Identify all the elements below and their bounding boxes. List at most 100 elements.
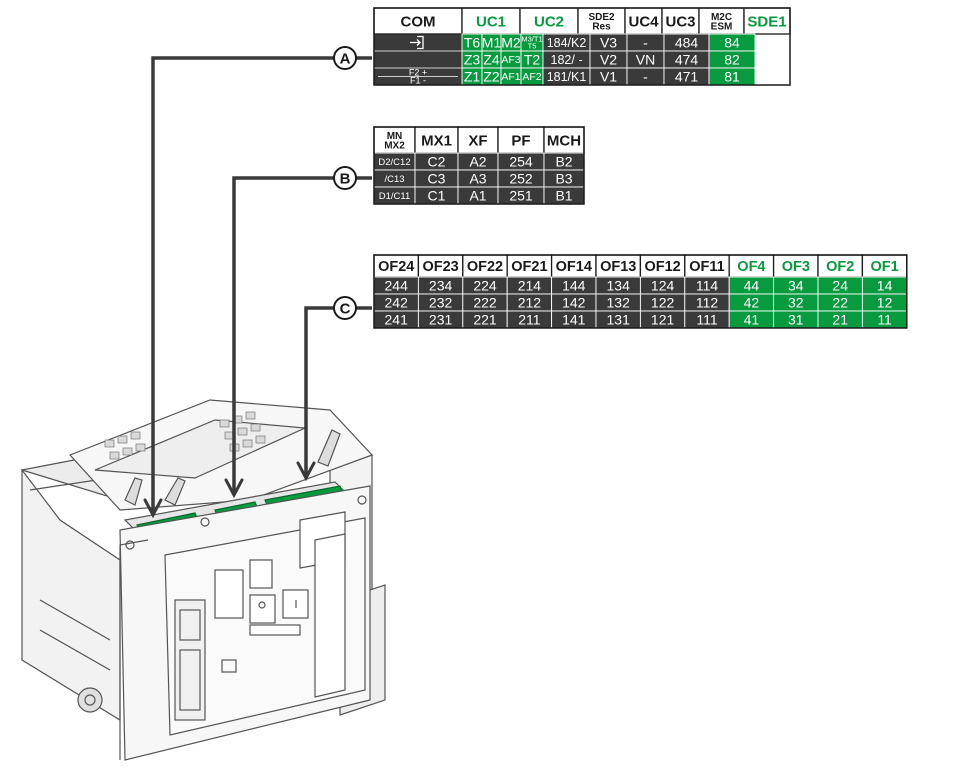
connector-lines: [151, 56, 372, 515]
terminal-label: V1: [600, 68, 617, 84]
com-label-f1: F1 -: [410, 76, 426, 86]
callout-b-label: B: [340, 171, 351, 188]
terminal-label: 34: [788, 277, 804, 293]
terminal-label: 474: [675, 51, 699, 67]
terminal-label: 142: [562, 294, 586, 310]
terminal-label: 134: [607, 277, 631, 293]
terminal-label: M2: [501, 34, 521, 50]
terminal-label: 12: [877, 294, 893, 310]
terminal-label: 11: [877, 311, 892, 327]
terminal-label: 184/K2: [547, 36, 587, 50]
header-label: UC3: [665, 13, 695, 30]
terminal-label: 232: [429, 294, 453, 310]
terminal-label: 211: [518, 311, 541, 327]
header-label: OF24: [378, 259, 414, 275]
header-label: PF: [511, 132, 530, 149]
terminal-label: Z3: [464, 51, 481, 67]
terminal-label: T6: [464, 34, 481, 50]
header-label: OF1: [870, 259, 898, 275]
terminal-label: 144: [562, 277, 586, 293]
terminal-label: 221: [473, 311, 497, 327]
callout-c-label: C: [340, 301, 351, 318]
terminal-label: -: [643, 68, 648, 84]
header-label: OF22: [467, 259, 503, 275]
terminal-label: A2: [469, 153, 486, 169]
arrowheads: [143, 461, 316, 519]
terminal-label: T2: [524, 51, 541, 67]
header-label: UC4: [628, 13, 659, 30]
terminal-label: 484: [675, 34, 699, 50]
header-cell: [497, 126, 545, 154]
header-label: OF3: [782, 259, 810, 275]
terminal-label: 234: [429, 277, 453, 293]
callout-b: B: [333, 166, 357, 190]
header-label: OF2: [826, 259, 854, 275]
header-label: OF13: [600, 259, 636, 275]
header-label: OF21: [511, 259, 547, 275]
callout-a: A: [333, 46, 357, 70]
header-label: OF4: [737, 259, 765, 275]
header-label: OF11: [689, 259, 724, 275]
terminal-label: 121: [651, 311, 675, 327]
terminal-label: D2/C12: [378, 157, 410, 168]
terminal-label: Z4: [483, 51, 500, 67]
terminal-label: C1: [428, 187, 446, 203]
header-label: UC2: [534, 13, 564, 30]
terminal-label: 242: [385, 294, 409, 310]
terminal-label: 111: [696, 311, 717, 327]
terminal-label: C3: [428, 170, 446, 186]
terminal-label: B1: [555, 187, 572, 203]
terminal-label: 114: [696, 277, 719, 293]
terminal-label: A3: [469, 170, 486, 186]
terminal-label: /C13: [384, 174, 404, 185]
terminal-label: 124: [651, 277, 675, 293]
terminal-label: 32: [788, 294, 804, 310]
terminal-label: AF2: [522, 71, 541, 83]
terminal-label: 214: [518, 277, 542, 293]
line-c: [304, 306, 335, 478]
terminal-label: 122: [651, 294, 675, 310]
terminal-label: AF1: [501, 71, 520, 83]
terminal-label: 21: [832, 311, 848, 327]
terminal-label: 181/K1: [547, 70, 587, 84]
terminal-label: 44: [744, 277, 760, 293]
terminal-label: Z1: [464, 68, 481, 84]
header-label: XF: [468, 132, 487, 149]
terminal-label: B2: [555, 153, 572, 169]
header-cell: [519, 7, 579, 35]
terminal-label: 182/ -: [551, 53, 583, 67]
callout-c: C: [333, 296, 357, 320]
terminal-label: 241: [385, 311, 409, 327]
terminal-label: 254: [509, 153, 533, 169]
terminal-label: 14: [877, 277, 893, 293]
header-label: SDE1: [747, 13, 786, 30]
com-label-f2: F2 +: [409, 68, 427, 78]
terminal-label: -: [643, 34, 648, 50]
terminal-label: 24: [832, 277, 848, 293]
terminal-label: V2: [600, 51, 617, 67]
terminal-label: 224: [473, 277, 497, 293]
terminal-label: 82: [724, 51, 740, 67]
terminal-label: VN: [636, 51, 655, 67]
header-label: MCH: [547, 132, 581, 149]
terminal-label: 22: [832, 294, 848, 310]
terminal-label: 81: [724, 68, 740, 84]
line-b: [232, 176, 335, 495]
terminal-label: Z2: [483, 68, 500, 84]
terminal-label: 112: [696, 294, 719, 310]
header-label: UC1: [476, 13, 506, 30]
terminal-label: B3: [555, 170, 572, 186]
terminal-label: 222: [473, 294, 497, 310]
terminal-label: 131: [607, 311, 631, 327]
terminal-label: C2: [428, 153, 446, 169]
terminal-label: M1: [482, 34, 502, 50]
terminal-label: 141: [562, 311, 586, 327]
connector-icon: [410, 35, 424, 50]
